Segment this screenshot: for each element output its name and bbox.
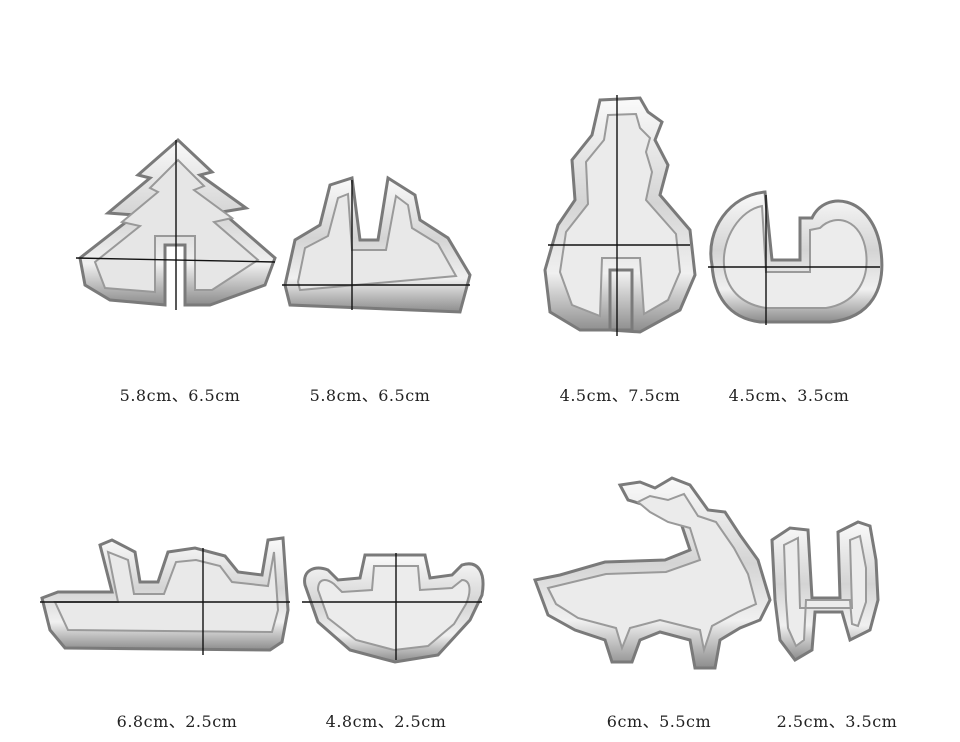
caption-sleigh: 6.8cm、2.5cm — [116, 712, 238, 731]
caption-house: 5.8cm、6.5cm — [309, 386, 431, 405]
caption-bowl: 4.8cm、2.5cm — [325, 712, 447, 731]
sleigh-cutter — [40, 536, 290, 655]
gingerbread-cutter — [543, 95, 697, 336]
caption-mitten: 2.5cm、3.5cm — [776, 712, 898, 731]
candy-cane-cutter — [708, 190, 884, 325]
bowl-cutter — [302, 553, 485, 664]
caption-gingerbread: 4.5cm、7.5cm — [559, 386, 681, 405]
caption-reindeer: 6cm、5.5cm — [606, 712, 712, 731]
caption-candy-cane: 4.5cm、3.5cm — [728, 386, 850, 405]
mitten-cutter — [770, 520, 880, 662]
tree-cutter — [75, 137, 277, 310]
caption-tree: 5.8cm、6.5cm — [119, 386, 241, 405]
house-cutter — [282, 175, 472, 314]
reindeer-cutter — [532, 476, 772, 670]
